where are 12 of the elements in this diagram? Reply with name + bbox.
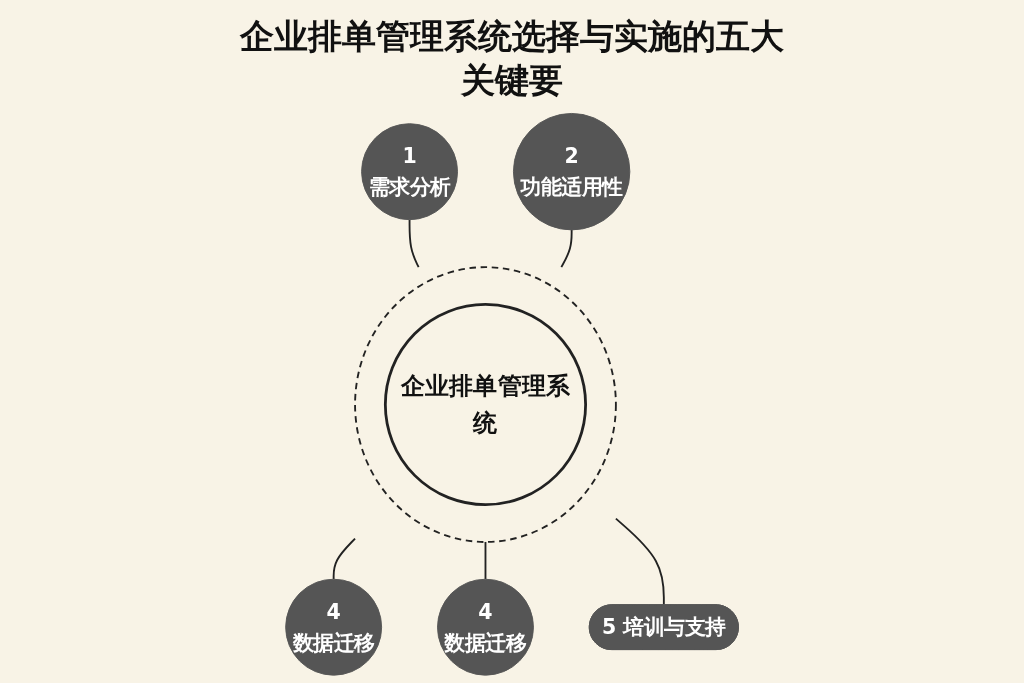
connector: [560, 229, 573, 269]
connector: [408, 219, 420, 269]
node-circle: 4 数据迁移: [437, 579, 534, 676]
dashed-ring: [354, 266, 617, 544]
connector: [484, 541, 487, 581]
title: 企业排单管理系统选择与实施的五大关键要: [238, 15, 785, 103]
node-circle: 4 数据迁移: [285, 579, 383, 676]
node-circle: 企业排单管理系统: [383, 303, 587, 507]
connector: [614, 518, 665, 607]
connector: [332, 538, 356, 581]
node-circle: 2 功能适用性: [512, 113, 631, 231]
node-circle: 1 需求分析: [361, 123, 458, 221]
